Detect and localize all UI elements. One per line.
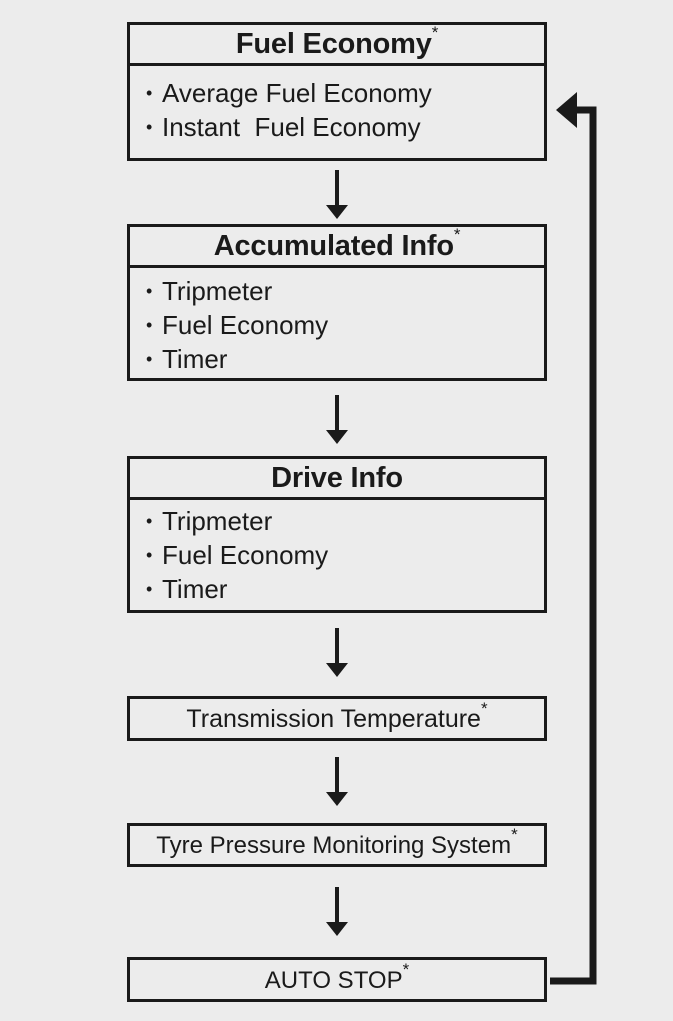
- arrow-down-1: [326, 170, 348, 219]
- item-list: • Average Fuel Economy • Instant Fuel Econ…: [130, 66, 544, 144]
- item-list: • Tripmeter • Fuel Economy • Timer: [130, 500, 544, 606]
- fuel-economy-box: Fuel Economy* • Average Fuel Economy • Ins…: [127, 22, 547, 161]
- box-label: AUTO STOP: [264, 967, 403, 994]
- item-label: Timer: [162, 574, 228, 604]
- return-arrow: [550, 92, 597, 985]
- box-title-text: Drive Info: [271, 462, 403, 494]
- bullet: •: [146, 83, 153, 103]
- asterisk: *: [480, 698, 488, 718]
- auto-stop-box: AUTO STOP*: [127, 957, 547, 1002]
- list-item: • Tripmeter: [146, 274, 544, 308]
- tyre-pressure-box: Tyre Pressure Monitoring System*: [127, 823, 547, 867]
- asterisk: *: [511, 825, 518, 844]
- item-label: Fuel Economy: [162, 540, 329, 570]
- arrow-down-2: [326, 395, 348, 444]
- box-title: Drive Info: [130, 459, 544, 500]
- bullet: •: [146, 117, 153, 137]
- asterisk: *: [431, 23, 439, 43]
- box-label: Transmission Temperature: [186, 705, 481, 733]
- bullet: •: [146, 349, 153, 369]
- arrow-down-5: [326, 887, 348, 936]
- bullet: •: [146, 315, 153, 335]
- bullet: •: [146, 545, 153, 565]
- item-label: Tripmeter: [162, 506, 273, 536]
- item-label: Average Fuel Economy: [162, 78, 432, 108]
- bullet: •: [146, 579, 153, 599]
- item-label: Timer: [162, 344, 228, 374]
- box-title: Accumulated Info*: [130, 225, 544, 268]
- list-item: • Fuel Economy: [146, 308, 544, 342]
- accumulated-info-box: Accumulated Info* • Tripmeter • Fuel Econo…: [127, 224, 547, 381]
- transmission-temperature-box: Transmission Temperature*: [127, 696, 547, 741]
- list-item: • Average Fuel Economy: [146, 76, 544, 110]
- item-label: Tripmeter: [162, 276, 273, 306]
- box-title-text: Fuel Economy: [235, 28, 432, 60]
- asterisk: *: [402, 960, 410, 979]
- bullet: •: [146, 281, 153, 301]
- list-item: • Timer: [146, 572, 544, 606]
- bullet: •: [146, 511, 153, 531]
- arrow-down-4: [326, 757, 348, 806]
- asterisk: *: [453, 225, 461, 245]
- drive-info-box: Drive Info • Tripmeter • Fuel Economy • Tim…: [127, 456, 547, 613]
- arrow-down-3: [326, 628, 348, 677]
- list-item: • Instant Fuel Economy: [146, 110, 544, 144]
- box-label: Tyre Pressure Monitoring System: [156, 832, 512, 859]
- item-list: • Tripmeter • Fuel Economy • Timer: [130, 268, 544, 376]
- item-label: Fuel Economy: [162, 310, 329, 340]
- item-label: Instant Fuel Economy: [162, 112, 421, 142]
- list-item: • Timer: [146, 342, 544, 376]
- box-title-text: Accumulated Info: [213, 230, 454, 262]
- list-item: • Fuel Economy: [146, 538, 544, 572]
- box-title: Fuel Economy*: [130, 23, 544, 66]
- list-item: • Tripmeter: [146, 504, 544, 538]
